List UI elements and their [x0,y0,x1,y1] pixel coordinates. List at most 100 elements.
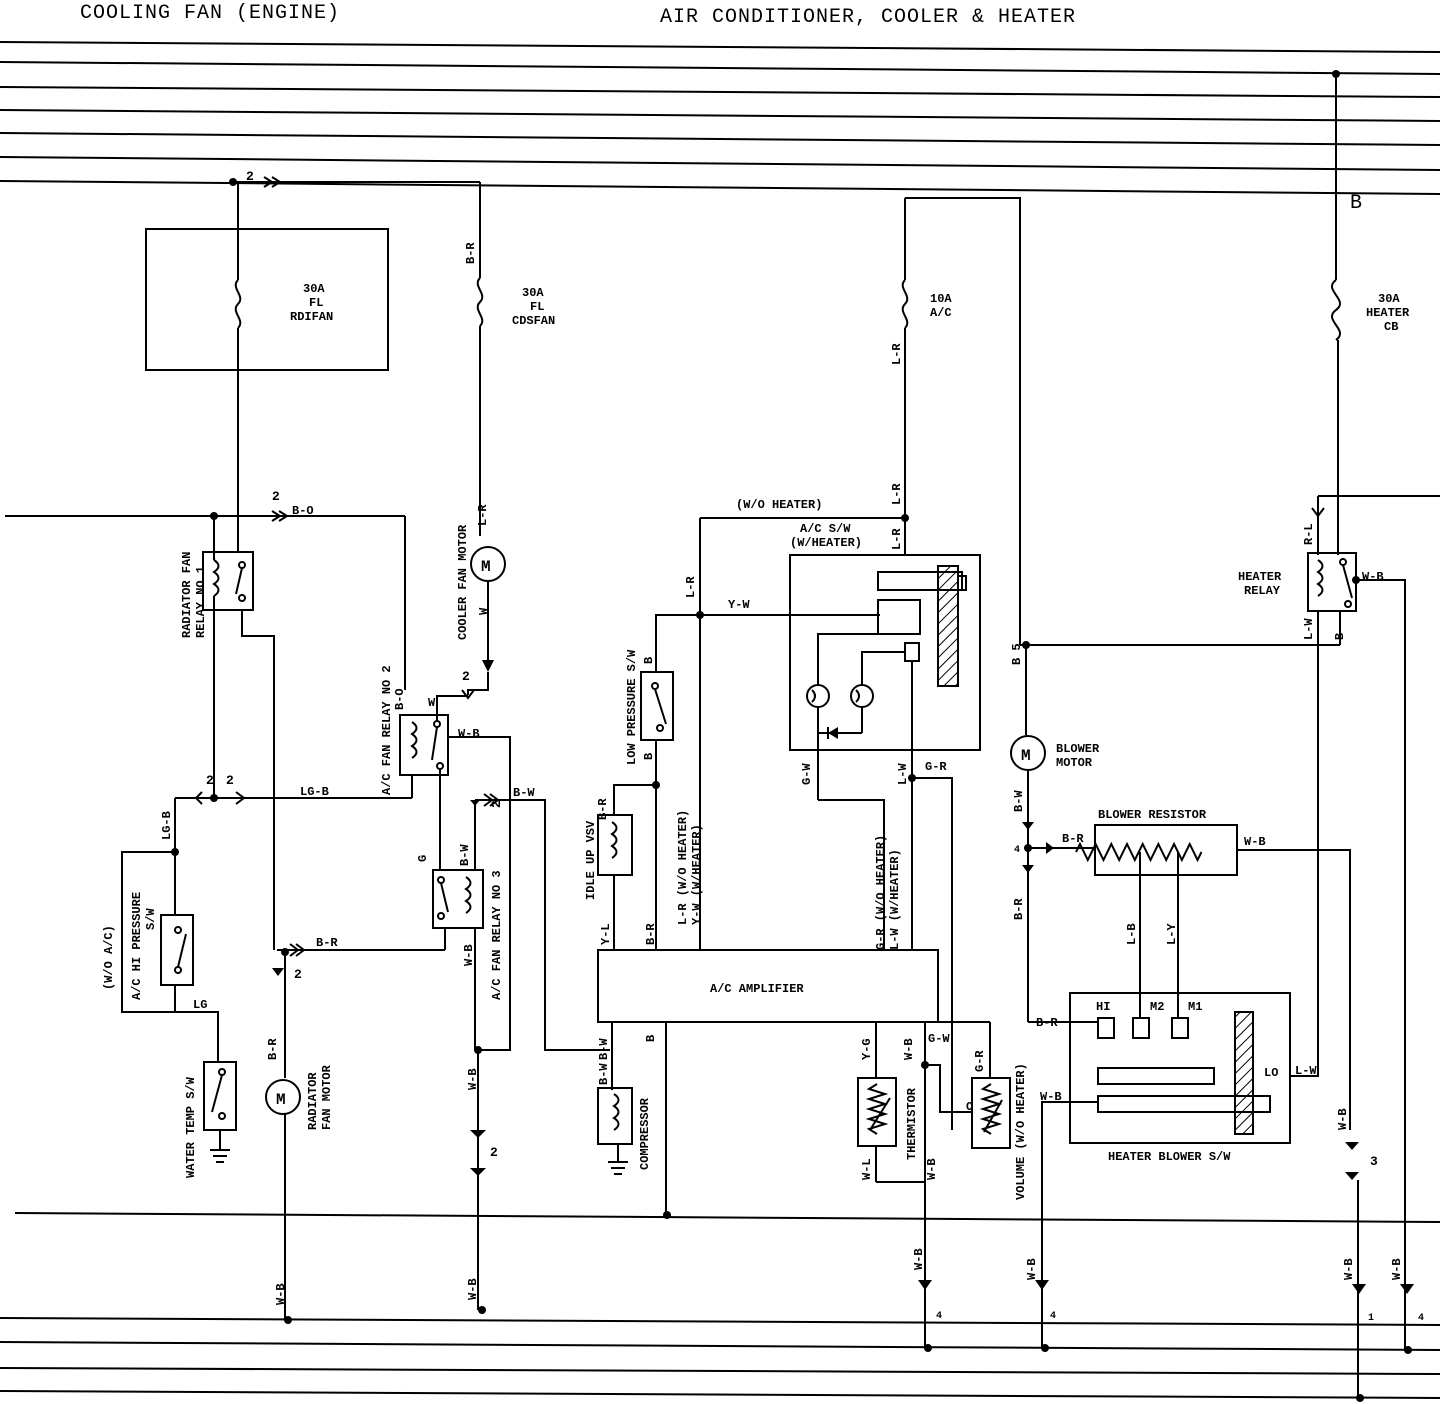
ac-amplifier [597,949,939,1023]
wire-w-relay2: W [428,696,436,710]
fuse-rdifan-amp: 30A [303,282,325,296]
pin-4-blower: 4 [1014,845,1020,856]
wire-g-w-sw: G-W [800,763,814,785]
ac-sw-line1: A/C S/W [800,522,851,536]
wire-l-r-wo-heater: L-R [684,576,698,598]
pin-4-sw: 4 [1050,1311,1056,1322]
compressor [597,1087,633,1145]
wire-b-w-relay3-out: B-W [513,786,535,800]
radiator-fan-relay-1-line1: RADIATOR FAN [180,552,194,638]
wire-b-amp-gnd: B [644,1035,658,1042]
ac-fuse-icon [901,279,909,329]
wire-l-r-motor: L-R [476,504,490,526]
fuse-rdifan-type: FL [309,296,323,310]
wire-b-r-amp: B-R [644,923,658,945]
volume-label: VOLUME (W/O HEATER) [1014,1063,1028,1200]
blower-sw-terminal-m2 [1132,1017,1150,1039]
ac-sw-line2: (W/HEATER) [790,536,862,550]
rdifan-fuse-icon [234,279,242,329]
idle-up-vsv-label: IDLE UP VSV [584,820,598,900]
title-air-conditioner: AIR CONDITIONER, COOLER & HEATER [660,6,1076,29]
wire-w-b-sw-gnd: W-B [1025,1258,1039,1280]
pin-4-right: 4 [1418,1313,1424,1324]
ac-fan-relay-2-label: A/C FAN RELAY NO 2 [380,665,394,795]
fuse-cdsfan-type: FL [530,300,544,314]
wire-l-y: L-Y [1165,923,1179,945]
fuse-ac-amp: 10A [930,292,952,306]
wire-lr-yw-2: Y-W (W/HEATER) [690,824,704,925]
blower-resistor-label: BLOWER RESISTOR [1098,808,1207,822]
wire-w-b-therm-gnd: W-B [912,1248,926,1270]
heater-relay-line2: RELAY [1244,584,1281,598]
water-temp-sw-label: WATER TEMP S/W [184,1076,198,1178]
wire-b-r-relay3: B-R [316,936,338,950]
fuse-heater-cb: CB [1384,320,1398,334]
wire-l-r-fuse: L-R [890,343,904,365]
title-cooling-fan: COOLING FAN (ENGINE) [80,2,340,25]
motor-symbol-radiator: M [276,1091,286,1109]
section-marker: B [1350,192,1362,215]
bus-lines-top [0,41,1441,195]
wire-g-w-therm: G-W [928,1032,950,1046]
rdifan-fuse-block [145,228,389,371]
wire-g-r-vol: G-R [973,1050,987,1072]
volume-resistor [971,1077,1011,1149]
wire-w-b-gnd-right-2: W-B [1390,1258,1404,1280]
pin-2-lgb-b: 2 [226,773,234,788]
wire-b-o-relay2: B-O [393,688,407,710]
pin-1-right: 1 [1368,1313,1374,1324]
thermistor-label: THERMISTOR [905,1087,919,1160]
wire-b-w-blower: B-W [1012,790,1026,812]
pin-2-top: 2 [246,169,254,184]
wire-w-b-resistor: W-B [1244,835,1266,849]
fuse-heater-name: HEATER [1366,306,1410,320]
blower-motor-line2: MOTOR [1056,756,1093,770]
blower-resistor [1094,824,1238,876]
wire-l-r-wo: L-R [890,483,904,505]
ac-switch [789,554,981,751]
radiator-fan-motor-icon [265,1079,301,1115]
wire-b-r-vsv: B-R [596,798,610,820]
heater-relay-line1: HEATER [1238,570,1282,584]
indicator-lamp-2 [850,684,874,708]
hi-pressure-sw-line1: (W/O A/C) [102,925,116,990]
wire-w-b-relay3: W-B [462,944,476,966]
heater-blower-sw-label: HEATER BLOWER S/W [1108,1150,1231,1164]
wire-lr-yw-1: L-R (W/O HEATER) [676,810,690,925]
hi-pressure-sw-line2: A/C HI PRESSURE [130,892,144,1000]
radiator-fan-motor-line2: FAN MOTOR [320,1064,334,1130]
wire-w-l: W-L [860,1158,874,1180]
heater-blower-switch [1069,992,1291,1144]
fuse-rdifan-name: RDIFAN [290,310,333,324]
wire-w-b-gnd-right-1: W-B [1342,1258,1356,1280]
wire-lg-b: LG-B [300,785,329,799]
motor-symbol-blower: M [1021,747,1031,765]
wire-b-5: B 5 [1010,643,1024,665]
wire-b-r-resistor: B-R [1062,832,1084,846]
low-pressure-sw-label: LOW PRESSURE S/W [625,649,639,765]
wire-b-lps-bot: B [642,753,656,760]
wire-gr-lw-1: G-R (W/O HEATER) [874,835,888,950]
wire-b-lps-top: B [642,657,656,664]
blower-switch-slider [1234,1011,1254,1135]
wire-l-w-sw: L-W [896,763,910,785]
pin-4-therm: 4 [936,1311,942,1322]
wire-l-w-lo: L-W [1295,1064,1317,1078]
compressor-label: COMPRESSOR [638,1097,652,1170]
fuse-heater-amp: 30A [1378,292,1400,306]
indicator-lamp-1 [806,684,830,708]
radiator-fan-relay-1 [202,551,254,611]
wire-y-l: Y-L [599,923,613,945]
wire-y-w: Y-W [728,598,750,612]
fuse-cdsfan-amp: 30A [522,286,544,300]
wire-r-l: R-L [1302,523,1316,545]
wire-w-b-relay2: W-B [458,727,480,741]
wire-g-r-sw: G-R [925,760,947,774]
wire-g-relay3: G [416,855,430,862]
hi-pressure-sw-line3: S/W [144,908,158,930]
blower-motor-line1: BLOWER [1056,742,1100,756]
wire-b-o: B-O [292,504,314,518]
wire-b-r-cdsfan: B-R [464,242,478,264]
cooler-fan-motor-label: COOLER FAN MOTOR [456,524,470,640]
